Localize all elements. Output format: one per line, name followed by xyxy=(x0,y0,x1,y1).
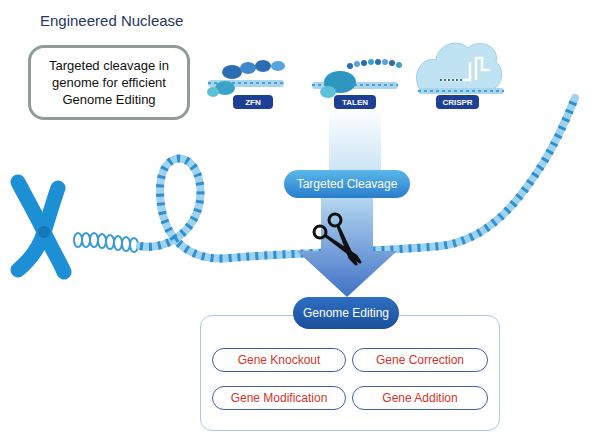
flow-arrow xyxy=(297,198,397,297)
method-label: ZFN xyxy=(233,95,273,109)
scissors-symbol xyxy=(314,214,360,264)
repeat-dot xyxy=(396,62,402,68)
guide-rna xyxy=(440,79,462,81)
repeat-dot xyxy=(375,59,381,65)
outcome-box: Gene Modification xyxy=(212,386,346,410)
outcome-box: Gene Correction xyxy=(352,348,488,372)
coil-loop xyxy=(114,236,122,250)
coil-loop xyxy=(122,237,130,251)
node-text: Gene Correction xyxy=(376,353,464,367)
scissors-ring xyxy=(329,214,341,226)
protein-blob xyxy=(255,60,271,72)
repeat-dot xyxy=(382,59,388,65)
repeat-dot xyxy=(368,59,374,65)
protein-blob xyxy=(222,65,242,79)
talen-illustration xyxy=(312,59,402,98)
process-pill: Targeted Cleavage xyxy=(284,170,410,198)
protein-blob xyxy=(207,87,219,97)
diagram-title: Engineered Nuclease xyxy=(40,12,183,29)
node-text: Targeted Cleavage xyxy=(297,177,398,191)
dna-segment xyxy=(418,90,504,92)
chromosome-arm xyxy=(18,188,58,270)
guide-rna xyxy=(440,58,490,80)
coil-loop xyxy=(82,233,90,247)
coil-loop xyxy=(90,233,98,247)
chromosome xyxy=(18,182,64,272)
protein-blob xyxy=(271,61,285,71)
coil-loop xyxy=(106,235,114,249)
group-heading: Genome Editing xyxy=(293,297,399,329)
method-label: CRISPR xyxy=(436,95,479,109)
outcome-box: Gene Addition xyxy=(352,386,488,410)
repeat-dot xyxy=(347,63,353,69)
outcome-box: Gene Knockout xyxy=(212,348,346,372)
coil-loop xyxy=(98,234,106,248)
chromosome-arm xyxy=(18,182,64,272)
dna-segment xyxy=(418,88,504,94)
scissors-blade xyxy=(338,226,356,264)
coil-loop xyxy=(74,233,82,247)
note-box: Targeted cleavage in genome for efficien… xyxy=(28,45,190,120)
zfn-illustration xyxy=(207,60,285,97)
node-text: Gene Knockout xyxy=(238,353,321,367)
node-text: TALEN xyxy=(342,98,368,107)
cas9-protein xyxy=(417,43,502,90)
node-text: Gene Modification xyxy=(231,391,328,405)
centromere xyxy=(38,226,50,238)
scissors-ring xyxy=(314,226,326,238)
group-box: Genome EditingGene Knockout Gene Correcti… xyxy=(200,297,500,431)
scissors-blade xyxy=(326,236,360,262)
node-text: ZFN xyxy=(245,98,261,107)
group-frame xyxy=(200,315,500,431)
repeat-dot xyxy=(354,61,360,67)
crispr-illustration xyxy=(417,43,504,94)
repeat-dot xyxy=(361,60,367,66)
repeat-dot xyxy=(389,60,395,66)
method-label: TALEN xyxy=(334,95,376,109)
dna-coil xyxy=(74,233,138,252)
node-text: Gene Addition xyxy=(382,391,457,405)
node-text: Targeted cleavage in genome for efficien… xyxy=(41,57,177,108)
protein-blob xyxy=(240,62,256,74)
flow-arrow xyxy=(329,109,381,170)
node-text: CRISPR xyxy=(442,98,472,107)
